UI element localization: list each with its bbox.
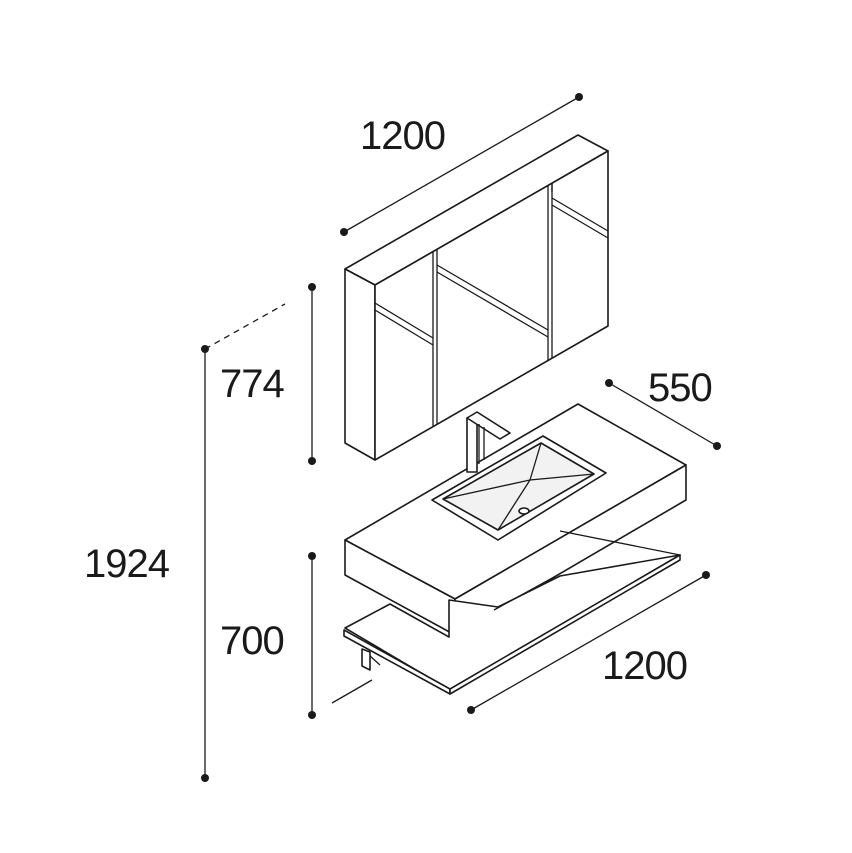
dim-total-height-leader (204, 303, 286, 350)
mirror-shelf-mid-b (436, 271, 549, 338)
dim-total-height-label: 1924 (84, 542, 170, 586)
dim-counter-depth-end (713, 442, 721, 450)
mirror-shelf-mid-a (436, 264, 549, 331)
mirror-shelf-right-a (551, 197, 609, 232)
mirror-cabinet (344, 134, 609, 461)
dim-counter-depth: 550 (605, 366, 721, 450)
basin-crease-b (497, 473, 595, 531)
dim-counter-height-leader (331, 679, 373, 704)
dim-mirror-height-end (308, 457, 316, 465)
dim-mirror-height: 774 (220, 283, 316, 465)
drawer-handle (493, 575, 557, 611)
faucet-body (466, 417, 478, 473)
dim-counter-height-start (308, 552, 316, 560)
dim-mirror-width-label: 1200 (360, 114, 445, 158)
mirror-shelf-left-b (374, 309, 434, 346)
lower-shelf (343, 530, 681, 695)
faucet-spout (466, 411, 511, 440)
dim-counter-width-start (467, 706, 475, 714)
mirror-shelf-right-b (551, 204, 609, 239)
dim-mirror-width: 1200 (340, 93, 583, 236)
dim-total-height-end (201, 774, 209, 782)
shelf-leg (361, 648, 371, 671)
mirror-shelf-left-a (374, 302, 434, 339)
dim-counter-height-label: 700 (220, 619, 284, 663)
dim-counter-depth-label: 550 (648, 366, 712, 410)
dim-counter-height: 700 (220, 552, 373, 719)
dim-counter-width-end (702, 571, 710, 579)
dim-mirror-height-start (308, 283, 316, 291)
dim-counter-width-line (470, 574, 707, 711)
dim-counter-width-label: 1200 (602, 644, 687, 688)
basin-drain (518, 507, 530, 515)
dim-counter-height-end (308, 711, 316, 719)
dim-mirror-width-start (340, 228, 348, 236)
dim-mirror-width-end (575, 93, 583, 101)
mirror-cabinet-side (344, 268, 376, 461)
dim-counter-width: 1200 (467, 571, 710, 714)
faucet (466, 411, 511, 473)
dim-total-height-start (201, 345, 209, 353)
dim-mirror-width-line (343, 96, 580, 233)
lower-shelf-side-edge (449, 554, 681, 695)
dim-counter-depth-line (608, 382, 718, 447)
dim-total-height: 1924 (84, 303, 286, 782)
lower-shelf-back-edge (559, 530, 681, 556)
dim-counter-depth-start (605, 379, 613, 387)
shelf-leg-foot (369, 655, 381, 666)
basin (431, 435, 607, 541)
dim-mirror-height-label: 774 (220, 362, 284, 406)
